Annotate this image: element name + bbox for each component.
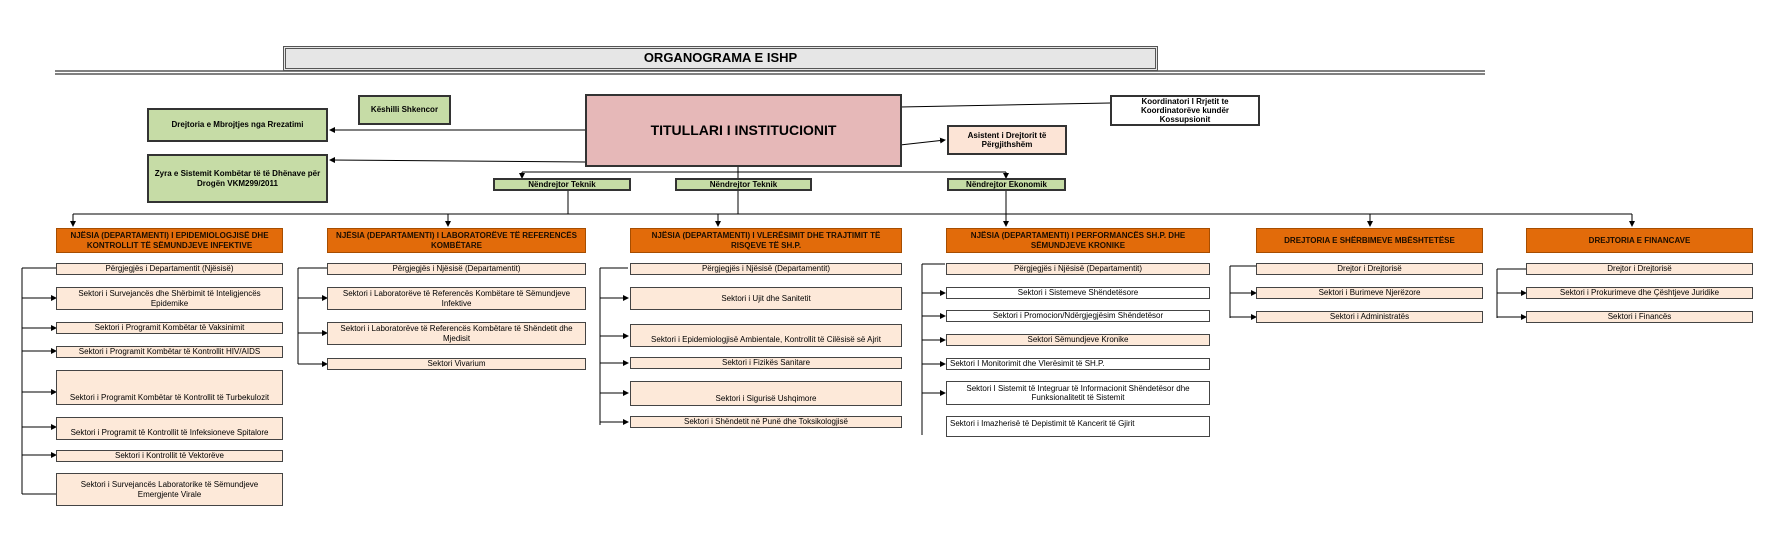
department-header: NJËSIA (DEPARTAMENTI) I LABORATORËVE TË … [327,228,586,253]
sector-box: Sektori i Financës [1526,311,1753,323]
deputy-technical-2: Nëndrejtor Teknik [675,178,812,191]
sector-box: Sektori Vivarium [327,358,586,370]
deputy-economic: Nëndrejtor Ekonomik [947,178,1066,191]
sector-box: Sektori I Sistemit të Integruar të Infor… [946,381,1210,405]
assistant-box: Asistent i Drejtorit të Përgjithshëm [947,125,1067,155]
department-header: DREJTORIA E SHËRBIMEVE MBËSHTETËSE [1256,228,1483,253]
sector-box: Sektori i Promocion/Ndërgjegjësim Shënde… [946,310,1210,322]
sector-box: Sektori i Laboratorëve të Referencës Kom… [327,322,586,345]
sector-box: Sektori i Burimeve Njerëzore [1256,287,1483,299]
sector-box: Sektori i Laboratorëve të Referencës Kom… [327,287,586,310]
sector-box: Sektori i Epidemiologjisë Ambientale, Ko… [630,324,902,347]
anticorruption-coordinator-box: Koordinatori I Rrjetit te Koordinatorëve… [1110,95,1260,126]
sector-box: Sektori i Survejancës Laboratorike të Së… [56,473,283,506]
deputy-technical-1: Nëndrejtor Teknik [493,178,631,191]
sector-box: Sektori i Ujit dhe Sanitetit [630,287,902,310]
sector-box: Përgjegjës i Njësisë (Departamentit) [630,263,902,275]
department-header: NJËSIA (DEPARTAMENTI) I EPIDEMIOLOGJISË … [56,228,283,253]
sector-box: Sektori i Programit të Kontrollit të Inf… [56,417,283,440]
department-header: NJËSIA (DEPARTAMENTI) I PERFORMANCËS SH.… [946,228,1210,253]
sector-box: Sektori i Prokurimeve dhe Çështjeve Juri… [1526,287,1753,299]
sector-box: Sektori i Shëndetit në Punë dhe Toksikol… [630,416,902,428]
council-box: Këshilli Shkencor [358,95,451,125]
sector-box: Sektori i Sigurisë Ushqimore [630,381,902,406]
sector-box: Sektori i Programit Kombëtar të Kontroll… [56,370,283,405]
sector-box: Drejtor i Drejtorisë [1526,263,1753,275]
sector-box: Përgjegjës i Njësisë (Departamentit) [327,263,586,275]
sector-box: Sektori I Monitorimit dhe Vlerësimit të … [946,358,1210,370]
sector-box: Sektori i Imazherisë të Depistimit të Ka… [946,416,1210,437]
sector-box: Drejtor i Drejtorisë [1256,263,1483,275]
sector-box: Sektori i Administratës [1256,311,1483,323]
page-title: ORGANOGRAMA E ISHP [283,46,1158,71]
sector-box: Sektori i Survejancës dhe Shërbimit të I… [56,287,283,310]
department-header: NJËSIA (DEPARTAMENTI) I VLERËSIMIT DHE T… [630,228,902,253]
sector-box: Sektori i Kontrollit të Vektorëve [56,450,283,462]
department-header: DREJTORIA E FINANCAVE [1526,228,1753,253]
institution-head-box: TITULLARI I INSTITUCIONIT [585,94,902,167]
sector-box: Sektori i Programit Kombëtar të Kontroll… [56,346,283,358]
sector-box: Sektori i Programit Kombëtar të Vaksinim… [56,322,283,334]
sector-box: Sektori Sëmundjeve Kronike [946,334,1210,346]
sector-box: Përgjegjës i Departamentit (Njësisë) [56,263,283,275]
sector-box: Përgjegjës i Njësisë (Departamentit) [946,263,1210,275]
radiation-directorate-box: Drejtoria e Mbrojtjes nga Rrezatimi [147,108,328,142]
sector-box: Sektori i Sistemeve Shëndetësore [946,287,1210,299]
drug-data-office-box: Zyra e Sistemit Kombëtar të të Dhënave p… [147,154,328,203]
sector-box: Sektori i Fizikës Sanitare [630,357,902,369]
